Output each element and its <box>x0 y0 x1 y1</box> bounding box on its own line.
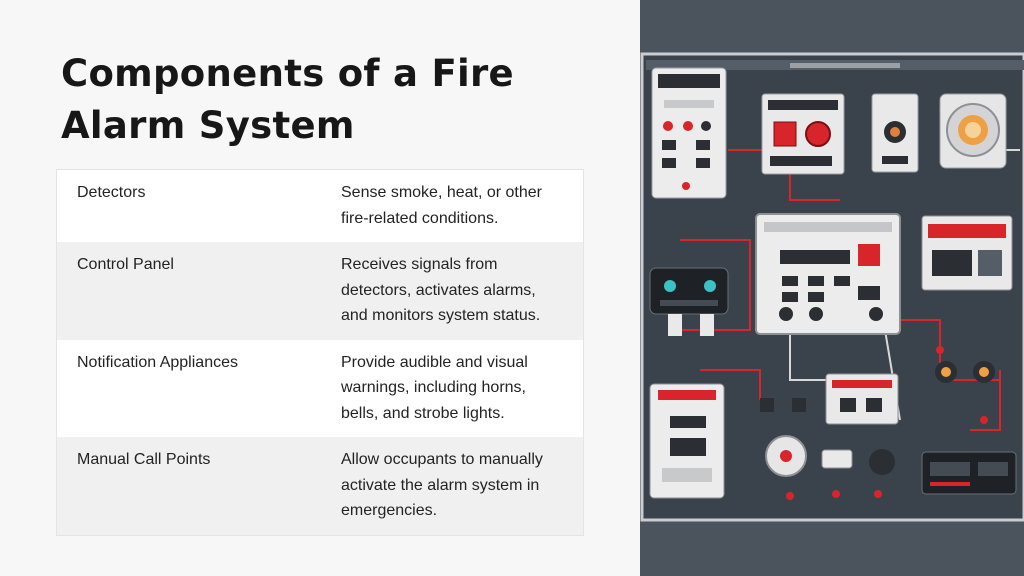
fire-alarm-panel-illustration-icon <box>640 0 1024 576</box>
component-name: Notification Appliances <box>77 353 238 371</box>
component-name: Detectors <box>77 184 146 201</box>
component-description: Sense smoke, heat, or other fire-related… <box>341 184 542 227</box>
component-name: Control Panel <box>77 256 174 273</box>
page-title: Components of a Fire Alarm System <box>61 52 514 147</box>
content-panel: Components of a Fire Alarm System Detect… <box>56 52 584 536</box>
table-row: Control Panel Receives signals from dete… <box>57 242 583 340</box>
table-row: Manual Call Points Allow occupants to ma… <box>57 437 583 535</box>
component-description: Receives signals from detectors, activat… <box>341 256 541 324</box>
component-name: Manual Call Points <box>77 451 211 468</box>
component-description: Provide audible and visual warnings, inc… <box>341 353 528 422</box>
fire-alarm-panel-illustration <box>640 0 1024 576</box>
component-description: Allow occupants to manually activate the… <box>341 451 543 519</box>
components-table: Detectors Sense smoke, heat, or other fi… <box>56 169 584 536</box>
table-row: Notification Appliances Provide audible … <box>57 339 583 437</box>
table-row: Detectors Sense smoke, heat, or other fi… <box>57 170 583 242</box>
